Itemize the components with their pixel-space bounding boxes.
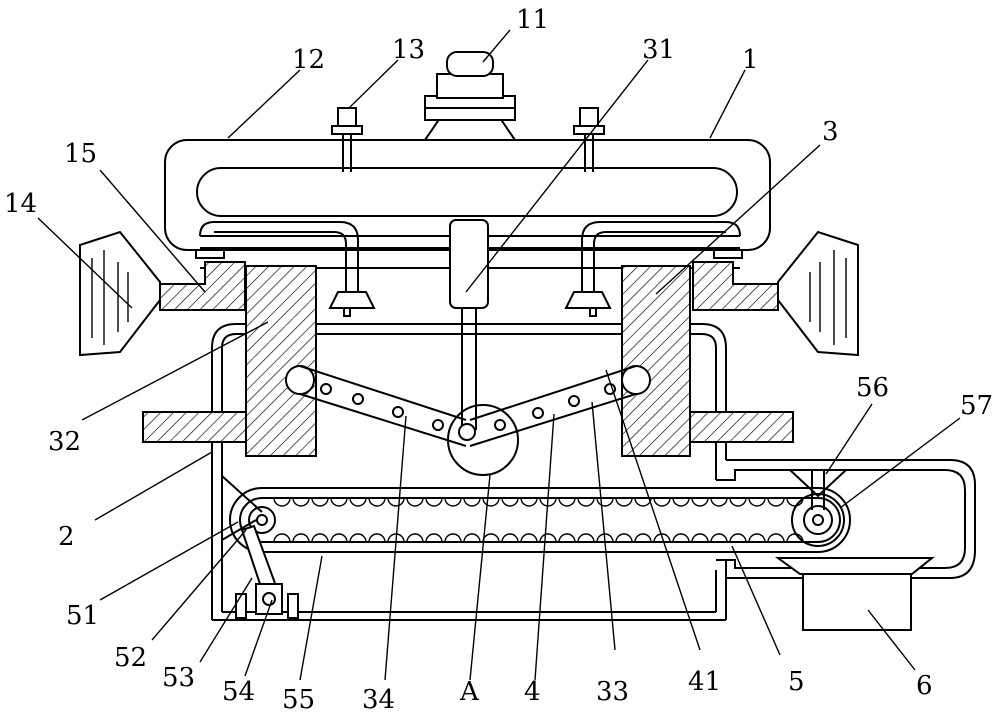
label-52: 52 <box>114 643 147 673</box>
conveyor-belt <box>229 487 851 553</box>
v-rollers <box>299 365 637 476</box>
label-6: 6 <box>916 671 933 701</box>
top-bolts <box>331 107 605 172</box>
label-41: 41 <box>688 667 721 697</box>
label-53: 53 <box>162 663 195 693</box>
label-34: 34 <box>362 685 395 715</box>
right-handle <box>692 230 859 357</box>
belt-scallops-bottom <box>273 533 804 543</box>
belt-scallops-top <box>273 497 804 507</box>
label-56: 56 <box>856 373 889 403</box>
main-tank <box>211 323 976 621</box>
label-14: 14 <box>4 189 37 219</box>
label-57: 57 <box>960 391 993 421</box>
label-15: 15 <box>64 139 97 169</box>
label-4: 4 <box>524 677 541 707</box>
label-55: 55 <box>282 685 315 715</box>
label-3: 3 <box>822 117 839 147</box>
label-2: 2 <box>58 522 75 552</box>
label-1: 1 <box>742 45 759 75</box>
collection-hopper <box>774 557 935 631</box>
label-33: 33 <box>596 677 629 707</box>
label-A: A <box>459 677 480 707</box>
roller-bracket <box>789 469 847 510</box>
label-12: 12 <box>292 45 325 75</box>
label-54: 54 <box>222 677 255 707</box>
leader-lines <box>37 29 961 681</box>
right-block <box>621 265 794 457</box>
label-31: 31 <box>642 35 675 65</box>
left-block <box>142 265 317 457</box>
top-motor <box>424 51 516 141</box>
label-13: 13 <box>392 35 425 65</box>
left-handle <box>79 230 246 357</box>
label-32: 32 <box>48 427 81 457</box>
label-11: 11 <box>516 5 549 35</box>
reference-labels: 11 12 13 31 1 3 15 14 32 2 51 52 53 54 5… <box>4 5 993 715</box>
spray-pipes <box>199 221 741 317</box>
label-51: 51 <box>66 601 99 631</box>
label-5: 5 <box>788 667 805 697</box>
